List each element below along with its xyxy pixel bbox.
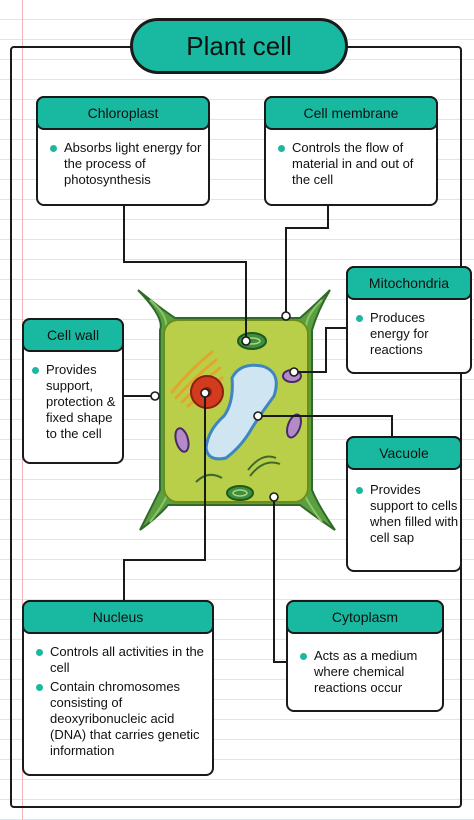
cell-wall-card: Cell wall Provides support, protection &… (22, 318, 124, 464)
cytoplasm-points: Acts as a medium where chemical reaction… (300, 648, 440, 699)
vacuole-card: Vacuole Provides support to cells when f… (346, 436, 462, 572)
vacuole-points: Provides support to cells when filled wi… (356, 482, 460, 549)
nucleus-points: Controls all activities in the cell Cont… (36, 644, 208, 762)
vacuole-title: Vacuole (346, 436, 462, 470)
list-item: Provides support to cells when filled wi… (356, 482, 460, 546)
list-item: Provides support, protection & fixed sha… (32, 362, 120, 442)
chloroplast-title: Chloroplast (36, 96, 210, 130)
list-item: Contain chromosomes consisting of deoxyr… (36, 679, 208, 759)
er-shapes (195, 455, 281, 483)
chloroplast-card: Chloroplast Absorbs light energy for the… (36, 96, 210, 206)
cell-membrane-title: Cell membrane (264, 96, 438, 130)
list-item: Acts as a medium where chemical reaction… (300, 648, 440, 696)
list-item: Controls the flow of material in and out… (278, 140, 430, 188)
vacuole-shape (204, 363, 278, 461)
nucleus-card: Nucleus Controls all activities in the c… (22, 600, 214, 776)
list-item: Produces energy for reactions (356, 310, 468, 358)
mitochondria-shapes (174, 369, 302, 453)
cytoplasm-card: Cytoplasm Acts as a medium where chemica… (286, 600, 444, 712)
cell-wall-points: Provides support, protection & fixed sha… (32, 362, 120, 445)
list-item: Absorbs light energy for the process of … (50, 140, 202, 188)
cell-wall-title: Cell wall (22, 318, 124, 352)
page-title: Plant cell (130, 18, 348, 74)
chloroplast-points: Absorbs light energy for the process of … (50, 140, 202, 191)
mitochondria-points: Produces energy for reactions (356, 310, 468, 361)
connector-dots (150, 311, 299, 502)
nucleus-title: Nucleus (22, 600, 214, 634)
mitochondria-card: Mitochondria Produces energy for reactio… (346, 266, 472, 374)
mitochondria-title: Mitochondria (346, 266, 472, 300)
list-item: Controls all activities in the cell (36, 644, 208, 676)
cell-membrane-card: Cell membrane Controls the flow of mater… (264, 96, 438, 206)
cell-membrane-points: Controls the flow of material in and out… (278, 140, 430, 191)
cytoplasm-title: Cytoplasm (286, 600, 444, 634)
connector-lines (123, 205, 393, 663)
